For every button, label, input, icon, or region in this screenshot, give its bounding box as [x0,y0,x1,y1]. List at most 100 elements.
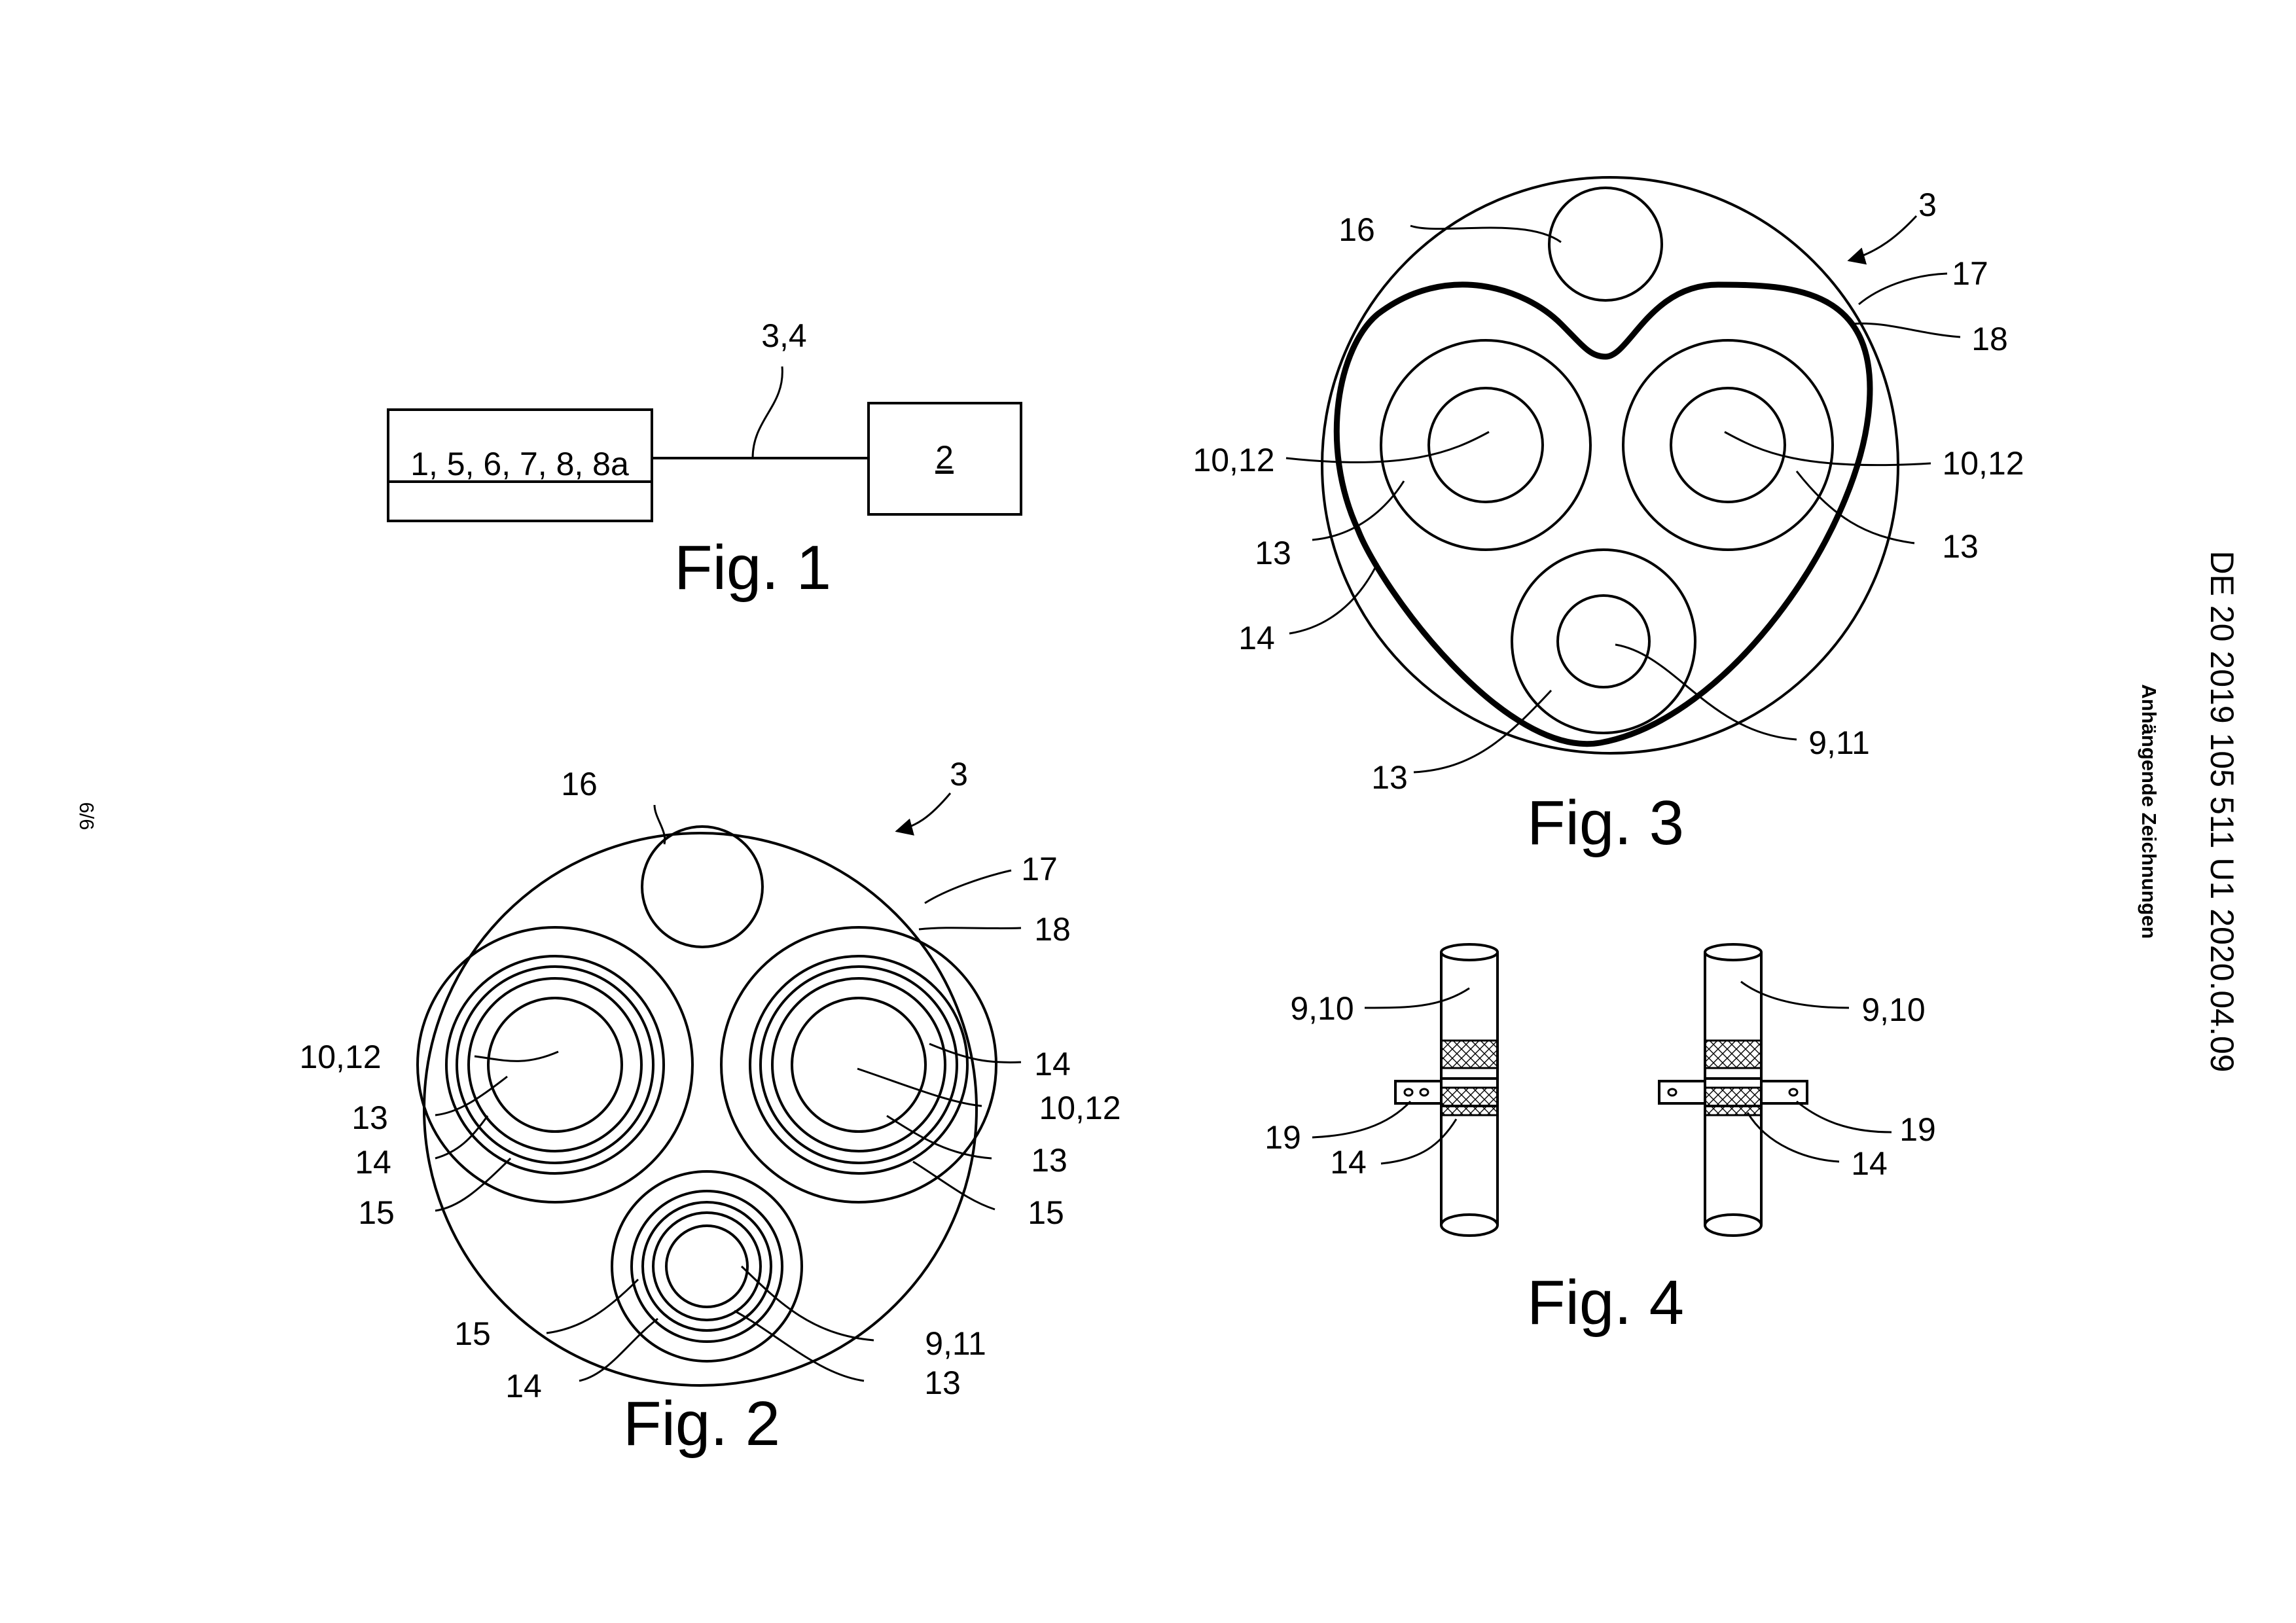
fig4-left-top [1441,944,1498,960]
fig4-right-top [1705,944,1761,960]
fig3-hole [1549,188,1662,300]
fig4-right-assembly [1659,944,1807,1236]
fig2-label-filler: 18 [1034,911,1071,948]
fig2-label-left-14: 14 [355,1144,391,1181]
fig4-left-braid-lower [1441,1088,1498,1115]
fig2-label-bottom-15: 15 [454,1315,491,1352]
figure-3: 3 16 17 18 10,12 13 14 13 10,12 13 9,11 … [1193,177,2024,858]
fig3-cable-arrow [1849,216,1916,260]
fig3-leader-left-core [1286,432,1489,462]
fig2-label-hole: 16 [561,766,598,802]
fig3-leader-bottom-13 [1414,690,1551,772]
fig2-leader-left-15 [435,1158,511,1211]
fig2-label-bottom-14: 14 [505,1368,542,1404]
fig2-cable-arrow [897,793,950,831]
fig2-left-13 [469,978,641,1151]
figure-2: 3 16 17 18 10,12 13 14 15 14 10,12 13 15… [299,756,1121,1459]
fig2-leader-18 [919,928,1021,929]
fig3-label-hole: 16 [1338,211,1375,248]
fig3-left-13 [1381,340,1590,550]
fig2-hole [642,827,762,947]
fig2-label-left-core: 10,12 [299,1039,381,1075]
publication-number: DE 20 2019 105 511 U1 2020.04.09 [2203,551,2241,1073]
fig4-title: Fig. 4 [1527,1268,1684,1338]
fig4-label-left-clamp: 19 [1265,1119,1301,1156]
fig1-box-right-label: 2 [935,439,954,476]
fig2-label-bottom-core: 9,11 [925,1325,986,1362]
fig4-left-bottom [1441,1215,1498,1236]
fig4-leader-left-clamp [1312,1101,1410,1137]
fig2-label-left-15: 15 [358,1194,395,1231]
fig1-title: Fig. 1 [674,533,831,603]
fig3-label-filler: 18 [1971,321,2008,357]
fig2-label-right-13: 13 [1031,1142,1067,1179]
fig2-bottom-14-inner [643,1202,771,1330]
fig3-bottom-13 [1512,550,1695,733]
fig2-title: Fig. 2 [623,1389,780,1459]
fig2-left-14-outer [446,956,664,1173]
fig2-right-15 [721,927,996,1202]
fig4-right-clamp-hole-b [1789,1089,1797,1096]
fig3-label-outer: 17 [1952,255,1988,292]
fig4-left-braid-upper [1441,1041,1498,1068]
figure-1: 1, 5, 6, 7, 8, 8a 2 3,4 Fig. 1 [388,317,1021,603]
fig4-label-right-shield: 14 [1851,1145,1888,1182]
fig4-label-left-conductor: 9,10 [1290,990,1354,1027]
fig2-right-14-outer [750,956,967,1173]
fig2-left-15 [418,927,692,1202]
fig2-leader-bottom-15 [547,1279,638,1333]
fig3-title: Fig. 3 [1527,788,1684,858]
fig2-left-14-inner [457,967,653,1163]
fig2-leader-right-core [857,1069,982,1106]
fig3-label-left-13: 13 [1255,535,1291,571]
fig1-leader [753,366,782,458]
fig4-left-assembly [1395,944,1498,1236]
fig3-label-right-13: 13 [1942,528,1979,565]
fig2-label-right-14: 14 [1034,1046,1071,1082]
fig3-left-core [1429,388,1543,502]
fig4-left-clamp [1395,1081,1441,1103]
fig3-shield [1336,285,1870,744]
fig3-leader-17 [1859,274,1947,304]
fig3-label-left-core: 10,12 [1193,442,1274,478]
fig2-leader-17 [925,870,1011,903]
fig3-label-shield: 14 [1238,620,1275,656]
fig4-label-left-shield: 14 [1330,1144,1367,1181]
page-number: 6/6 [75,802,98,830]
fig2-leader-bottom-14 [579,1319,658,1381]
fig4-left-clamp-hole-a [1405,1089,1412,1096]
fig2-bottom-core [666,1226,747,1307]
figure-4: 9,10 19 14 9,10 19 14 Fig. 4 [1265,944,1936,1338]
fig3-right-core [1671,388,1785,502]
fig2-bottom-13 [653,1213,761,1320]
fig4-right-clamp-hole-a [1668,1089,1676,1096]
fig3-label-bottom-core: 9,11 [1808,724,1870,761]
fig4-right-bottom [1705,1215,1761,1236]
fig2-leader-16 [655,805,665,844]
fig3-label-right-core: 10,12 [1942,445,2024,482]
fig4-leader-right-conductor [1741,982,1849,1008]
fig2-leader-bottom-core [742,1266,874,1340]
fig3-right-13 [1623,340,1833,550]
fig2-right-core [792,998,925,1132]
fig4-right-braid-upper [1705,1041,1761,1068]
fig2-leader-left-core [475,1052,558,1061]
fig4-leader-right-clamp [1797,1101,1892,1132]
fig2-label-outer: 17 [1021,851,1058,887]
fig3-leader-right-core [1725,432,1931,465]
drawings-caption: Anhängende Zeichnungen [2137,684,2161,938]
fig4-label-right-conductor: 9,10 [1861,991,1925,1028]
fig2-right-13 [772,978,945,1151]
fig2-label-right-15: 15 [1028,1194,1064,1231]
fig4-left-clamp-hole-b [1420,1089,1428,1096]
fig4-right-braid-lower [1705,1088,1761,1115]
fig2-label-bottom-13: 13 [924,1364,961,1401]
fig3-leader-shield [1289,563,1378,633]
fig1-box-left-label: 1, 5, 6, 7, 8, 8a [410,446,629,482]
fig4-right-clamp-right [1761,1081,1807,1103]
fig2-left-core [488,998,622,1132]
fig4-right-clamp-left [1659,1081,1705,1103]
fig2-label-left-13: 13 [351,1099,388,1136]
fig3-outer-sheath [1322,177,1898,753]
